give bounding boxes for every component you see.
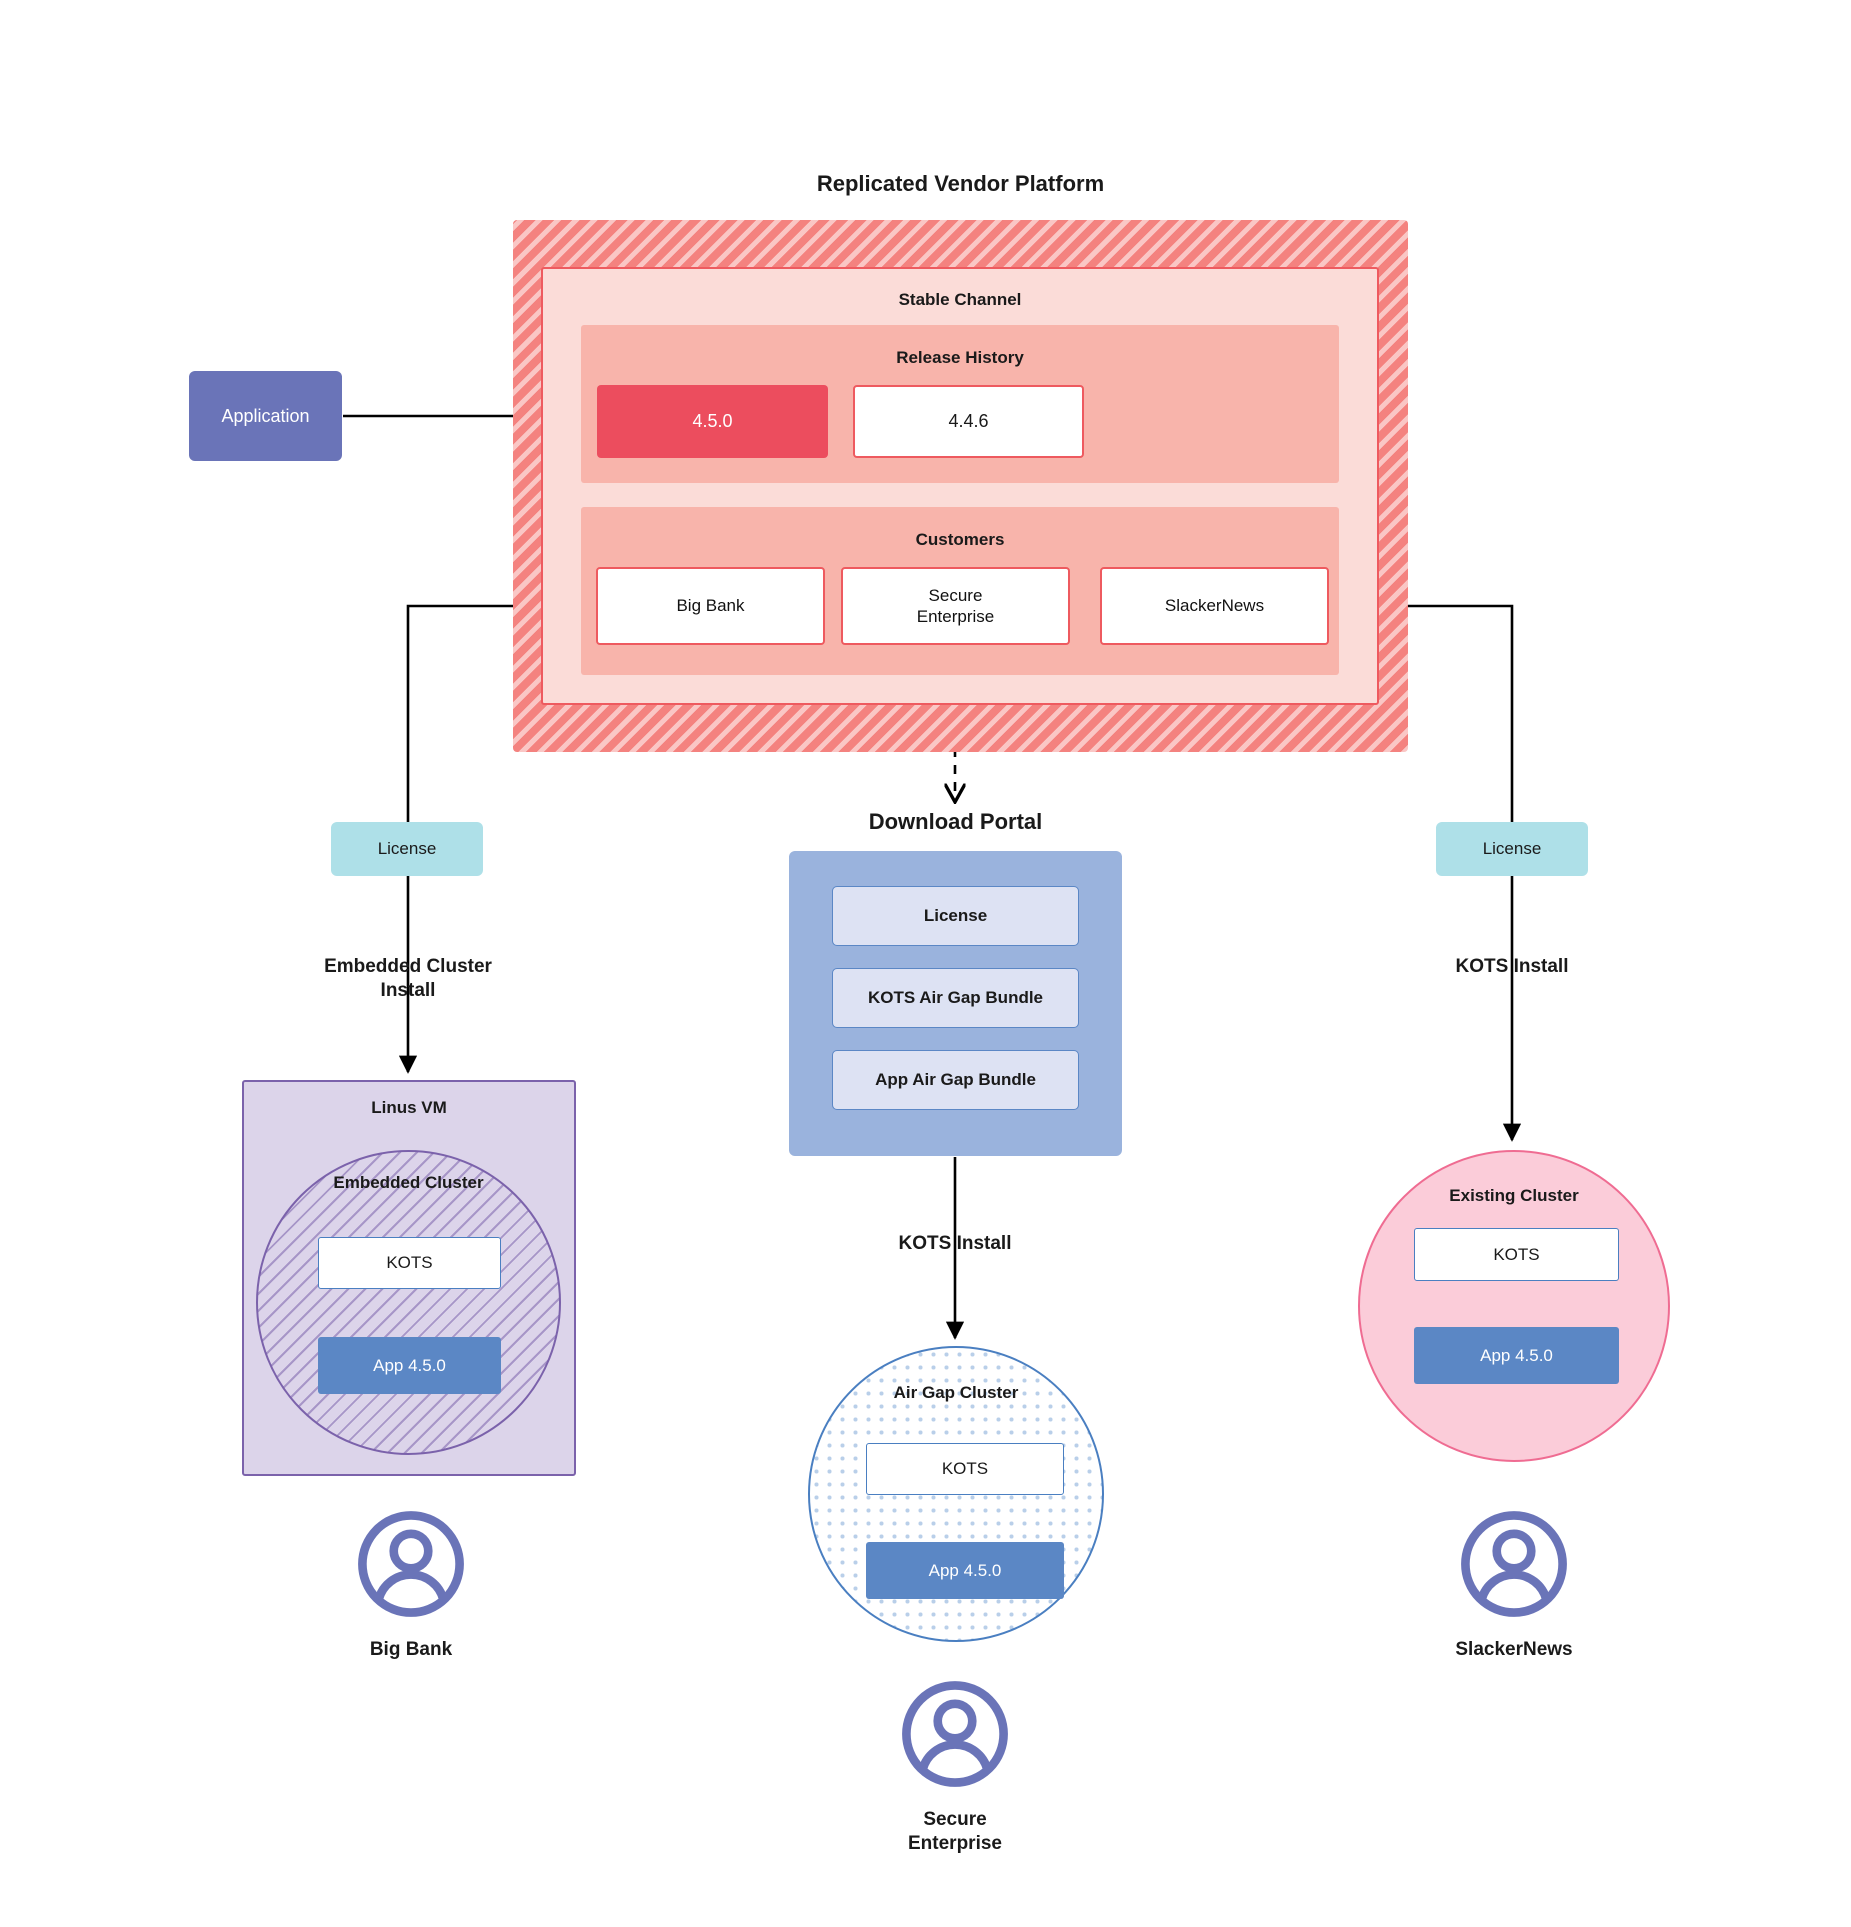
kots-node-airgap[interactable]: KOTS — [866, 1443, 1064, 1495]
application-node[interactable]: Application — [189, 371, 342, 461]
app-node-embedded[interactable]: App 4.5.0 — [318, 1337, 501, 1394]
customer-name-secure-enterprise: Secure Enterprise — [908, 1809, 1002, 1854]
stable-channel-label: Stable Channel — [898, 290, 1022, 309]
customer-box-secure-enterprise[interactable]: Secure Enterprise — [841, 567, 1070, 645]
customer-box-big-bank[interactable]: Big Bank — [596, 567, 825, 645]
download-portal-title: Download Portal — [868, 809, 1043, 834]
linux-vm-label: Linus VM — [371, 1098, 447, 1117]
customer-name-slackernews: SlackerNews — [1455, 1639, 1573, 1660]
install-label-right: KOTS Install — [1455, 956, 1569, 977]
customer-box-slackernews[interactable]: SlackerNews — [1100, 567, 1329, 645]
user-avatar-icon-slackernews — [1461, 1511, 1567, 1617]
license-chip-left[interactable]: License — [331, 822, 483, 876]
existing-cluster-label: Existing Cluster — [1449, 1186, 1579, 1205]
user-avatar-icon-big-bank — [358, 1511, 464, 1617]
platform-title: Replicated Vendor Platform — [816, 171, 1105, 196]
install-label-left: Embedded Cluster Install — [324, 956, 492, 1001]
release-box-previous[interactable]: 4.4.6 — [853, 385, 1084, 458]
app-node-existing[interactable]: App 4.5.0 — [1414, 1327, 1619, 1384]
existing-cluster-container — [1358, 1150, 1670, 1462]
embedded-cluster-container — [256, 1150, 561, 1455]
portal-item-license[interactable]: License — [832, 886, 1079, 946]
kots-node-embedded[interactable]: KOTS — [318, 1237, 501, 1289]
portal-item-app-air-gap-bundle[interactable]: App Air Gap Bundle — [832, 1050, 1079, 1110]
release-box-current[interactable]: 4.5.0 — [597, 385, 828, 458]
air-gap-cluster-label: Air Gap Cluster — [893, 1383, 1019, 1402]
license-chip-right[interactable]: License — [1436, 822, 1588, 876]
release-history-label: Release History — [896, 348, 1024, 367]
install-label-center: KOTS Install — [898, 1233, 1012, 1254]
kots-node-existing[interactable]: KOTS — [1414, 1228, 1619, 1281]
app-node-airgap[interactable]: App 4.5.0 — [866, 1542, 1064, 1599]
portal-item-kots-air-gap-bundle[interactable]: KOTS Air Gap Bundle — [832, 968, 1079, 1028]
customer-name-big-bank: Big Bank — [369, 1639, 453, 1660]
embedded-cluster-label: Embedded Cluster — [333, 1173, 484, 1192]
user-avatar-icon-secure-enterprise — [902, 1681, 1008, 1787]
customers-label: Customers — [915, 530, 1005, 549]
